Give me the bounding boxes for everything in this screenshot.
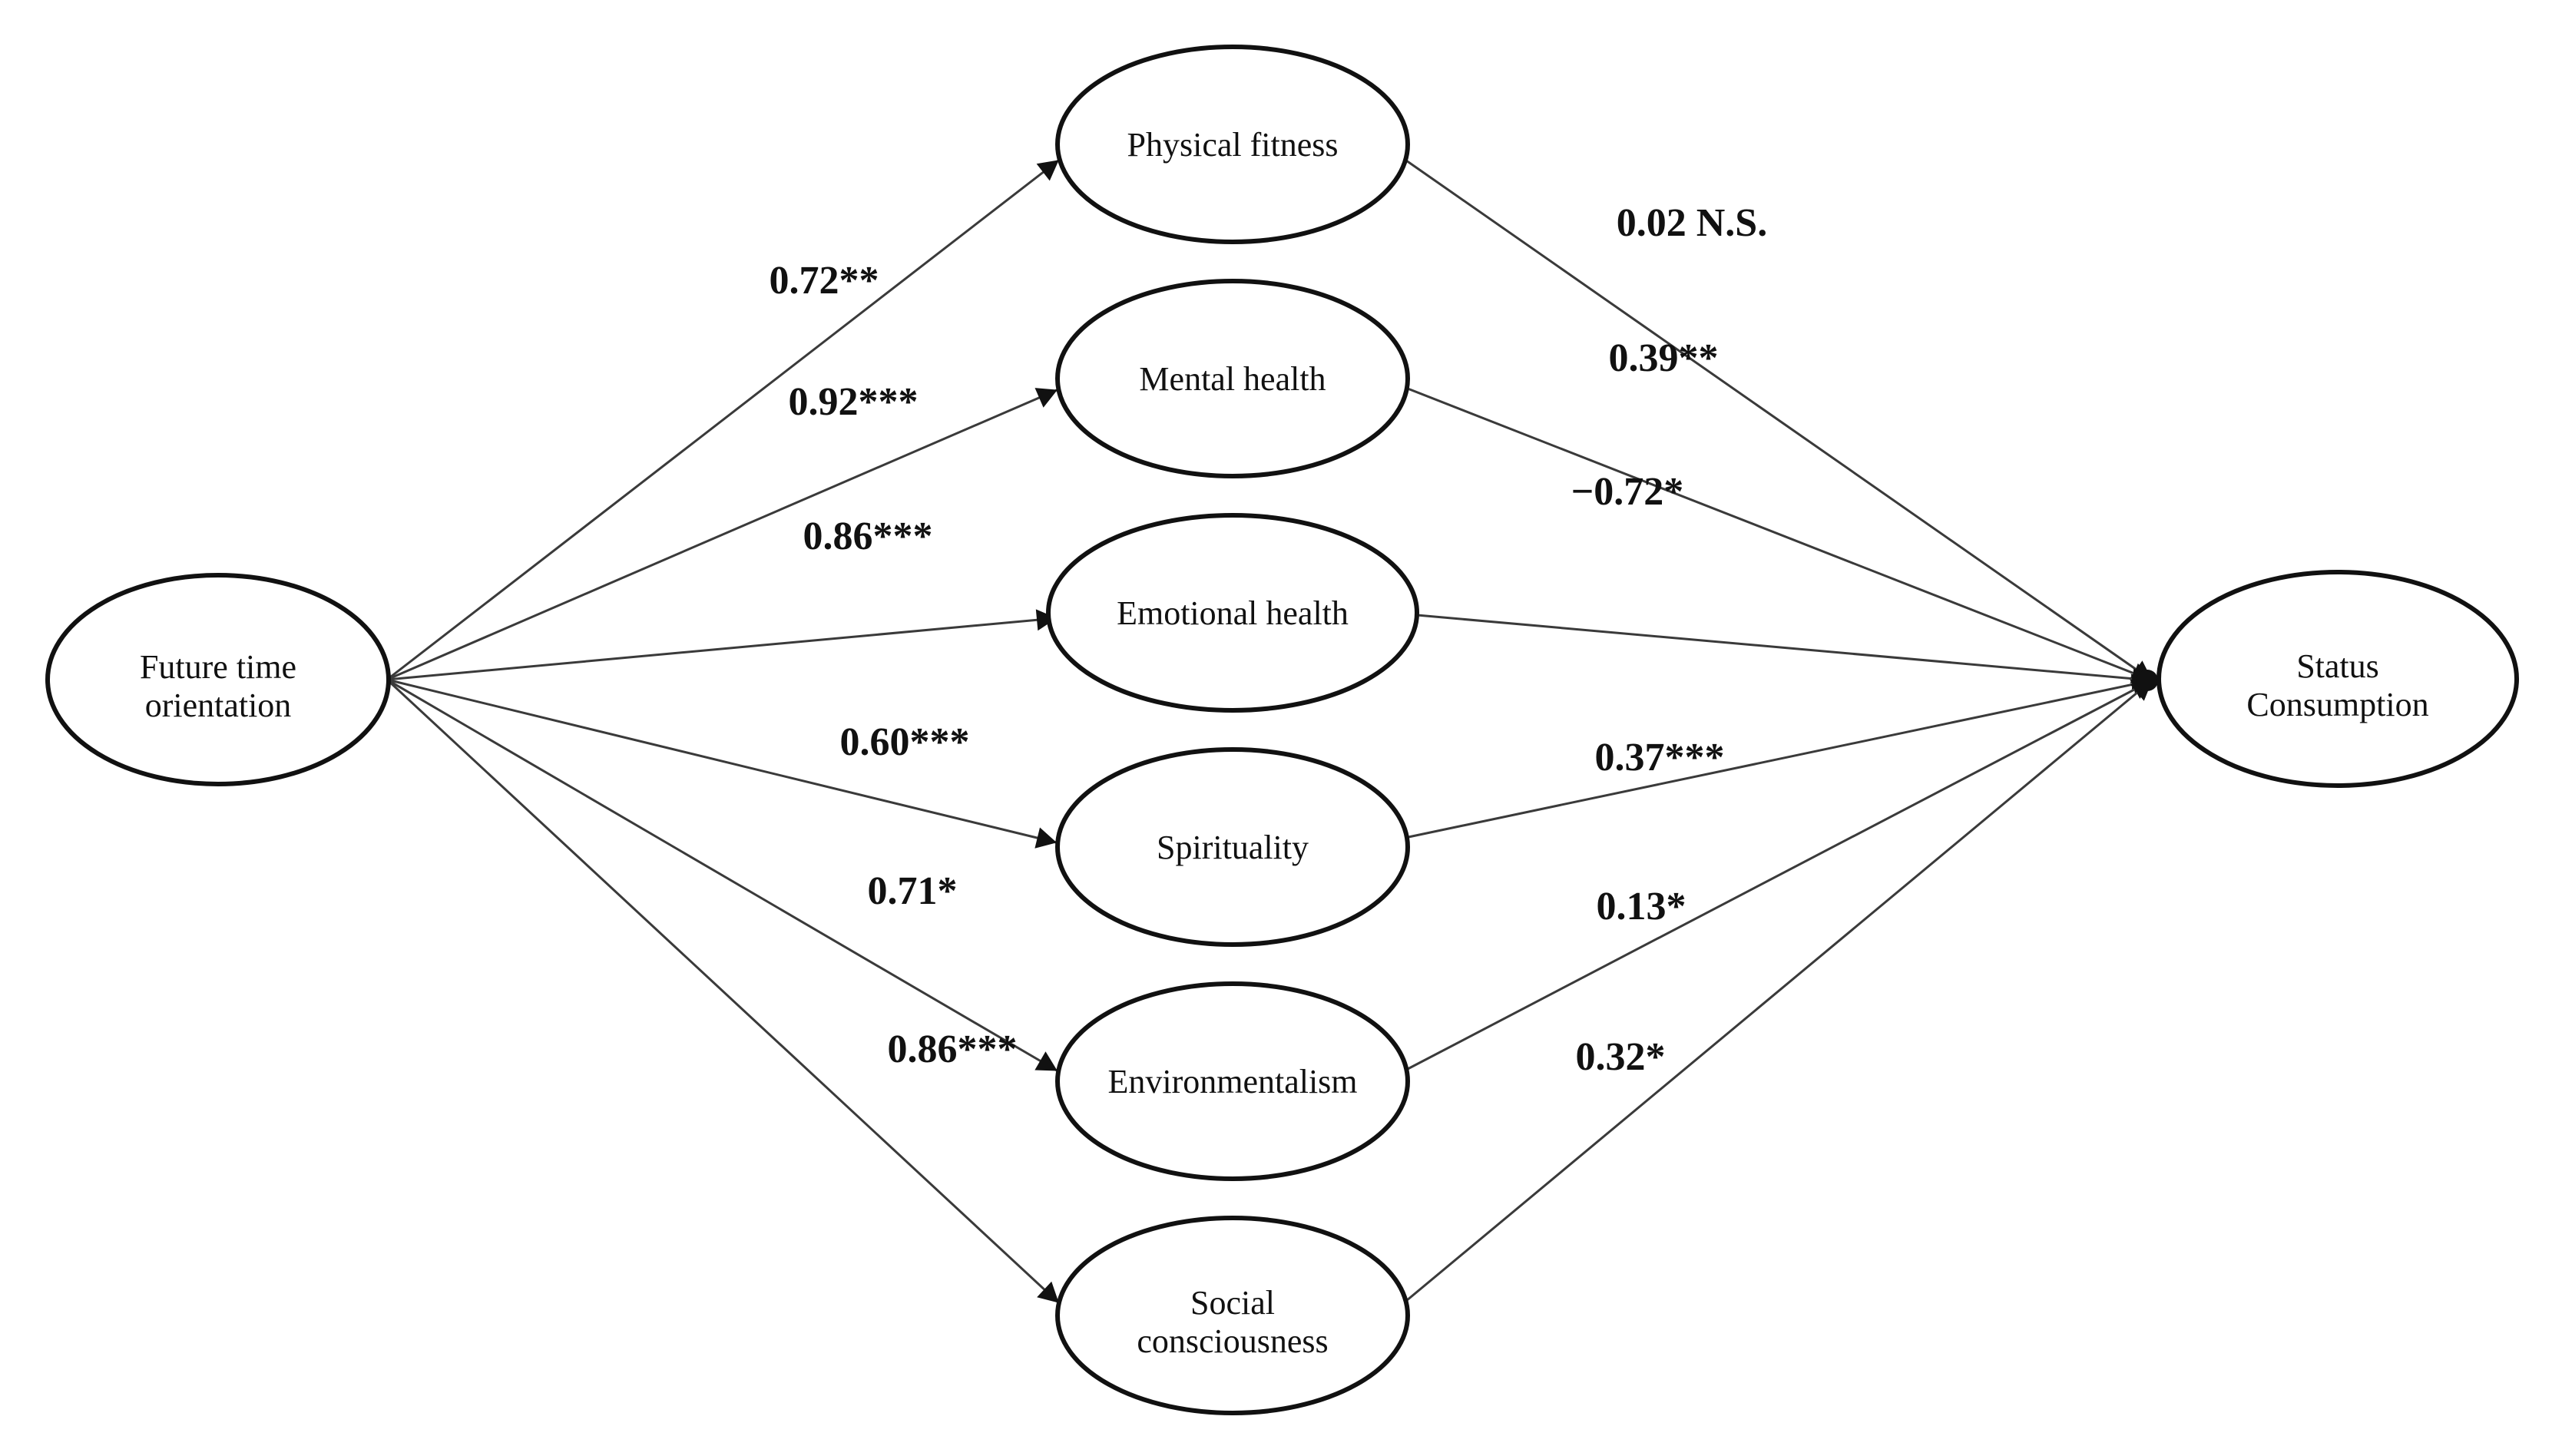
coef-fto-emotional-health: 0.86***	[803, 515, 933, 558]
node-spirituality	[1055, 747, 1410, 947]
coef-physical-fitness-status: 0.02 N.S.	[1617, 201, 1767, 245]
path-environmentalism-to-status	[1407, 679, 2153, 1070]
coef-fto-environmentalism: 0.71*	[868, 869, 958, 913]
node-status-consumption	[2157, 570, 2519, 788]
node-physical-fitness-label: Physical fitness	[1127, 126, 1339, 164]
coef-fto-spirituality: 0.60***	[840, 720, 970, 764]
node-environmentalism	[1055, 981, 1410, 1181]
path-fto-to-emotional-health	[386, 609, 1057, 681]
node-status-consumption-label-line1: Status	[2296, 647, 2379, 685]
node-future-time-orientation-label-line1: Future time	[140, 648, 296, 686]
coef-mental-health-status: 0.39**	[1609, 336, 1719, 380]
coef-social-consciousness-status: 0.32*	[1576, 1035, 1666, 1079]
path-fto-to-spirituality	[386, 678, 1057, 849]
path-fto-to-physical-fitness	[386, 159, 1059, 681]
node-social-consciousness	[1055, 1216, 1410, 1415]
path-mental-health-to-status	[1407, 387, 2153, 683]
node-future-time-orientation	[45, 573, 391, 786]
node-physical-fitness	[1055, 45, 1410, 244]
node-environmentalism-label: Environmentalism	[1107, 1063, 1357, 1100]
node-emotional-health	[1046, 513, 1419, 713]
path-fto-to-mental-health	[386, 388, 1058, 681]
node-status-consumption-label-line2: Consumption	[2246, 686, 2428, 723]
path-emotional-health-to-status	[1408, 613, 2153, 690]
coef-fto-social-consciousness: 0.86***	[888, 1027, 1018, 1071]
path-fto-to-environmentalism	[386, 678, 1058, 1072]
arrowhead-cluster	[2137, 670, 2158, 691]
coef-fto-mental-health: 0.92***	[789, 380, 919, 424]
node-social-consciousness-label-line1: Social	[1190, 1284, 1275, 1322]
node-mental-health-label: Mental health	[1139, 360, 1326, 398]
node-mental-health	[1055, 279, 1410, 478]
coef-emotional-health-status: −0.72*	[1571, 470, 1684, 514]
node-social-consciousness-label-line2: consciousness	[1137, 1322, 1328, 1360]
coef-environmentalism-status: 0.13*	[1597, 885, 1686, 928]
path-spirituality-to-status	[1408, 673, 2153, 839]
path-fto-to-social-consciousness	[386, 678, 1060, 1304]
coef-spirituality-status: 0.37***	[1595, 736, 1725, 779]
path-social-consciousness-to-status	[1405, 679, 2153, 1302]
path-physical-fitness-to-status	[1405, 159, 2153, 682]
node-spirituality-label: Spirituality	[1157, 829, 1309, 866]
node-emotional-health-label: Emotional health	[1117, 594, 1349, 632]
coef-fto-physical-fitness: 0.72**	[770, 259, 879, 303]
node-future-time-orientation-label-line2: orientation	[145, 687, 292, 724]
